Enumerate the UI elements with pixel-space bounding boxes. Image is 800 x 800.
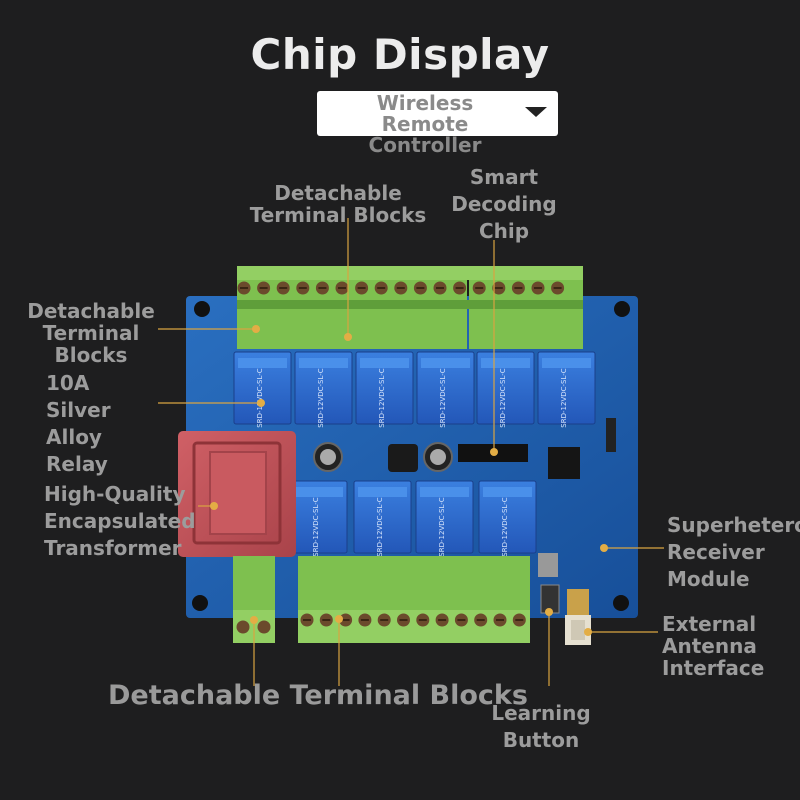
callout-text: Detachable: [274, 181, 402, 205]
top-terminal-block: [237, 266, 583, 349]
relay: SRD-12VDC-SL-C: [353, 480, 412, 557]
callout-text: Relay: [46, 452, 108, 476]
svg-text:SRD-12VDC-SL-C: SRD-12VDC-SL-C: [438, 497, 446, 556]
relay: SRD-12VDC-SL-C: [537, 351, 596, 428]
relay: SRD-12VDC-SL-C: [355, 351, 414, 428]
page-title: Chip Display: [250, 30, 550, 79]
callout-text: Interface: [662, 656, 765, 680]
callout-bottom-terminal: Detachable Terminal Blocks: [108, 680, 528, 711]
transformer: [178, 431, 296, 557]
mount-hole: [192, 595, 208, 611]
relay: SRD-12VDC-SL-C: [289, 480, 348, 557]
product-select[interactable]: [317, 91, 558, 136]
callout-text: Alloy: [46, 425, 102, 449]
relay: SRD-12VDC-SL-C: [294, 351, 353, 428]
relay: SRD-12VDC-SL-C: [416, 351, 475, 428]
caret-down-icon[interactable]: [525, 107, 547, 117]
inductor: [388, 444, 418, 472]
callout-text: Decoding: [451, 192, 557, 216]
callout-left-terminal: Detachable Terminal Blocks: [22, 300, 160, 366]
callout-text: Transformer: [44, 536, 182, 560]
callout-text: Button: [502, 728, 580, 752]
svg-text:SRD-12VDC-SL-C: SRD-12VDC-SL-C: [439, 368, 447, 427]
relay: SRD-12VDC-SL-C: [478, 480, 537, 557]
callout-text: External: [662, 612, 757, 636]
callout-text: Learning: [491, 701, 591, 725]
callout-text: Blocks: [54, 343, 128, 367]
callout-text: Chip: [478, 219, 530, 243]
product-select-value: Wireless Remote Controller: [330, 93, 520, 156]
callout-transformer: High-Quality Encapsulated Transformer: [44, 481, 204, 562]
svg-text:SRD-12VDC-SL-C: SRD-12VDC-SL-C: [317, 368, 325, 427]
product-select-line-1: Wireless Remote: [376, 91, 474, 136]
relay: SRD-12VDC-SL-C: [415, 480, 474, 557]
product-select-line-2: Controller: [368, 133, 482, 157]
callout-antenna: External Antenna Interface: [662, 613, 792, 679]
relay-row-bottom: SRD-12VDC-SL-C SRD-12VDC-SL-C SRD-12VDC-SL…: [289, 480, 537, 557]
svg-text:SRD-12VDC-SL-C: SRD-12VDC-SL-C: [499, 368, 507, 427]
callout-text: Smart: [469, 165, 539, 189]
callout-text: High-Quality: [44, 482, 186, 506]
callout-text: Terminal: [42, 321, 140, 345]
mount-hole: [194, 301, 210, 317]
callout-text: Terminal Blocks: [249, 203, 427, 227]
svg-text:SRD-12VDC-SL-C: SRD-12VDC-SL-C: [256, 368, 264, 427]
callout-text: Receiver: [667, 540, 765, 564]
callout-relay: 10A Silver Alloy Relay: [46, 370, 156, 478]
svg-text:SRD-12VDC-SL-C: SRD-12VDC-SL-C: [378, 368, 386, 427]
header-pins: [606, 418, 616, 452]
callout-receiver: Superheterodyne Receiver Module: [667, 512, 800, 593]
callout-text: Detachable: [27, 299, 155, 323]
svg-text:SRD-12VDC-SL-C: SRD-12VDC-SL-C: [376, 497, 384, 556]
svg-text:SRD-12VDC-SL-C: SRD-12VDC-SL-C: [501, 497, 509, 556]
relay-row-top: SRD-12VDC-SL-C SRD-12VDC-SL-C SRD-12VDC-SL…: [233, 351, 596, 428]
terminal-screw: [257, 620, 271, 634]
callout-text: Module: [667, 567, 750, 591]
svg-text:SRD-12VDC-SL-C: SRD-12VDC-SL-C: [312, 497, 320, 556]
callout-text: Antenna: [662, 634, 757, 658]
relay: SRD-12VDC-SL-C: [476, 351, 535, 428]
callout-top-terminal: Detachable Terminal Blocks: [248, 182, 428, 226]
callout-text: Silver: [46, 398, 111, 422]
antenna-connector: [565, 589, 591, 645]
svg-text:SRD-12VDC-SL-C: SRD-12VDC-SL-C: [560, 368, 568, 427]
relay: SRD-12VDC-SL-C: [233, 351, 292, 428]
callout-learning-button: Learning Button: [488, 700, 594, 754]
mount-hole: [613, 595, 629, 611]
mcu-chip: [548, 447, 580, 479]
mount-hole: [614, 301, 630, 317]
callout-decoding-chip: Smart Decoding Chip: [448, 164, 560, 245]
callout-text: 10A: [46, 371, 90, 395]
callout-text: Encapsulated: [44, 509, 196, 533]
terminal-screw: [236, 620, 250, 634]
callout-text: Superheterodyne: [667, 513, 800, 537]
